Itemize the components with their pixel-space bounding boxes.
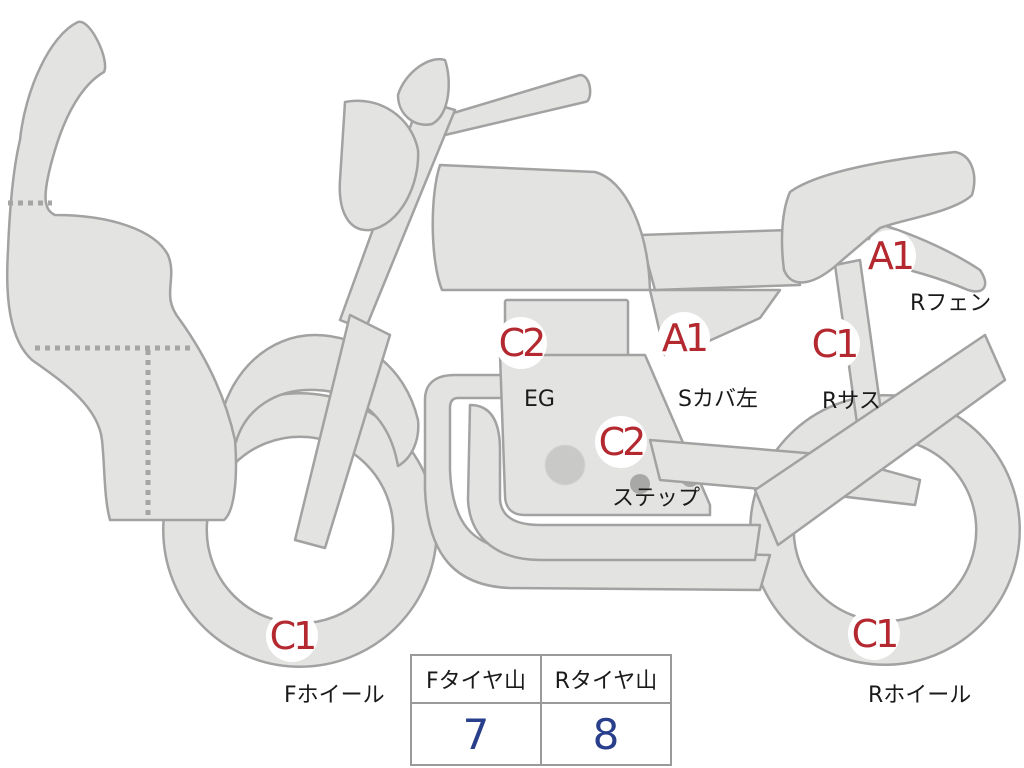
- front-tire-value: 7: [462, 709, 490, 759]
- marker-step: C2: [595, 416, 647, 468]
- marker-front-wheel: C1: [266, 610, 318, 662]
- front-fork-lower: [293, 313, 392, 550]
- fuel-tank: [431, 163, 652, 292]
- rear-tire-value: 8: [592, 709, 620, 759]
- rear-strut: [753, 333, 1007, 547]
- grade-side-cover-left: A1: [661, 316, 709, 360]
- marker-rear-fender: A1: [864, 230, 916, 282]
- front-tire-column: Fタイヤ山 7: [412, 656, 540, 764]
- label-front-wheel: Fホイール: [284, 683, 385, 708]
- marker-side-cover-left: A1: [658, 312, 710, 364]
- label-step: ステップ: [612, 486, 701, 511]
- rear-tire-column: Rタイヤ山 8: [540, 656, 670, 764]
- headlight: [338, 99, 420, 232]
- grade-step: C2: [598, 420, 647, 464]
- grade-rear-suspension: C1: [811, 322, 860, 366]
- label-side-cover-left: Sカバ左: [678, 387, 758, 412]
- fairing: [5, 20, 238, 522]
- front-tire-header: Fタイヤ山: [412, 656, 540, 704]
- marker-engine: C2: [495, 317, 547, 369]
- frame-lower: [423, 373, 772, 592]
- exhaust-pipe: [466, 403, 762, 562]
- label-rear-suspension: Rサス: [822, 389, 881, 414]
- gauge: [396, 57, 450, 126]
- tire-tread-table: Fタイヤ山 7 Rタイヤ山 8: [410, 654, 672, 766]
- rear-frame-rail: [638, 228, 802, 292]
- label-engine: EG: [524, 387, 555, 412]
- rear-tire-header: Rタイヤ山: [542, 656, 670, 704]
- grade-engine: C2: [498, 321, 547, 365]
- marker-rear-wheel: C1: [848, 608, 900, 660]
- handlebar: [428, 73, 592, 137]
- label-rear-wheel: Rホイール: [868, 683, 972, 708]
- grade-front-wheel: C1: [269, 614, 318, 658]
- grade-rear-fender: A1: [867, 234, 915, 278]
- label-rear-fender: Rフェン: [910, 291, 992, 316]
- marker-rear-suspension: C1: [808, 318, 860, 370]
- grade-rear-wheel: C1: [851, 612, 900, 656]
- seat: [780, 150, 976, 284]
